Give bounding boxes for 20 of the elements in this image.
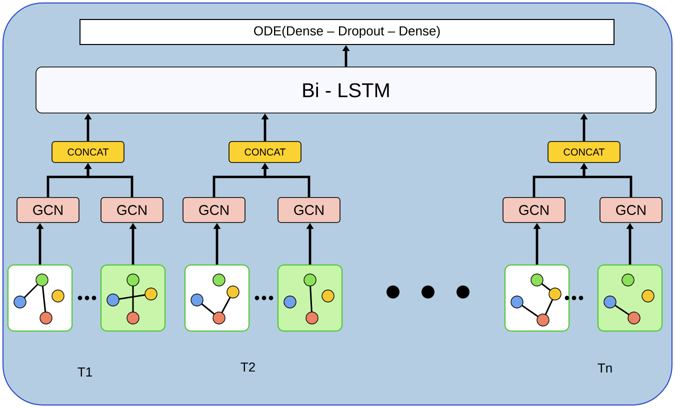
time-label: T1	[78, 368, 92, 376]
picture	[100, 264, 166, 332]
gcn-box: GCN	[16, 197, 80, 223]
picture	[8, 264, 72, 332]
picture	[598, 264, 662, 332]
gcn-box: GCN	[278, 197, 340, 223]
picture	[184, 264, 250, 332]
gcn-box: GCN	[100, 197, 164, 223]
concat-box: CONCAT	[52, 141, 124, 163]
picture	[278, 264, 342, 332]
gcn-box: GCN	[502, 197, 566, 223]
output-box: ODE(Dense – Dropout – Dense)	[80, 19, 614, 45]
gcn-box: GCN	[182, 197, 246, 223]
gcn-box: GCN	[600, 197, 662, 223]
layer-box: Bi - LSTM	[36, 66, 656, 114]
time-label: Tn	[598, 364, 612, 372]
concat-box: CONCAT	[548, 141, 620, 163]
concat-box: CONCAT	[228, 141, 302, 163]
time-label: T2	[240, 362, 255, 372]
picture	[504, 264, 570, 332]
